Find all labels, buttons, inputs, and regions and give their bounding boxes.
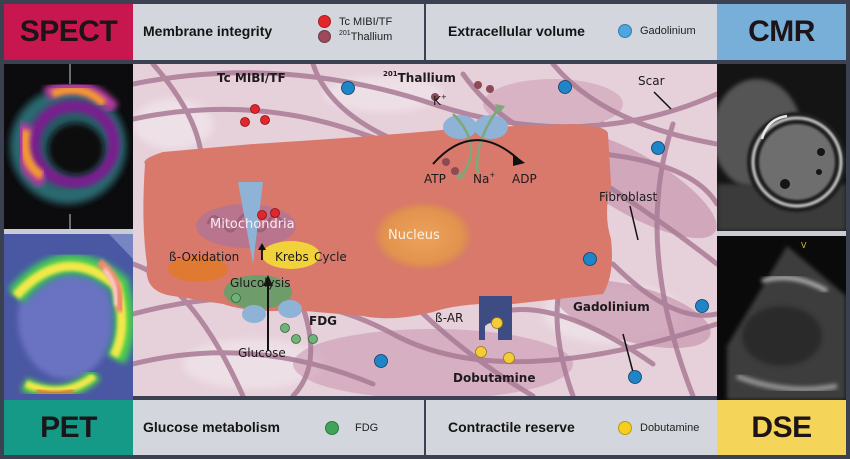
label-cycle: Cycle	[314, 250, 347, 264]
dse-image-graphic: V	[717, 236, 846, 400]
label-glucose: Glucose	[238, 346, 286, 360]
legend-item-thallium: 201Thallium	[318, 30, 392, 43]
dse-image: V	[717, 236, 846, 400]
label-text: Thallium	[397, 71, 456, 85]
legend-item-tc-mibi: Tc MIBI/TF	[318, 15, 392, 28]
legend-label: 201Thallium	[339, 29, 393, 43]
legend-contractile: Dobutamine	[618, 421, 699, 435]
label-mitochondria: Mitochondria	[210, 217, 295, 232]
header-extracellular-volume: Extracellular volume Gadolinium	[426, 4, 717, 60]
bar-title: Glucose metabolism	[143, 419, 280, 435]
legend-label-text: Thallium	[350, 30, 393, 43]
legend-label: Gadolinium	[640, 25, 696, 37]
cmr-image	[717, 64, 846, 231]
label-tc-mibi: Tc MIBI/TF	[217, 71, 286, 85]
legend-item-fdg: FDG	[325, 421, 378, 435]
bar-title: Membrane integrity	[143, 23, 273, 39]
legend-glucose: FDG	[325, 421, 378, 435]
label-glycolysis: Glucolysis	[230, 276, 291, 290]
pet-image-graphic	[4, 234, 133, 400]
panel-divider	[4, 229, 133, 234]
label-adp: ADP	[512, 172, 537, 186]
label-text: K	[433, 94, 441, 108]
legend-extracellular: Gadolinium	[618, 24, 696, 38]
legend-label: Dobutamine	[640, 422, 700, 434]
label-nucleus: Nucleus	[388, 228, 440, 243]
spect-image	[4, 64, 133, 229]
cmr-image-graphic	[717, 64, 846, 231]
bar-title: Extracellular volume	[448, 23, 585, 39]
legend-membrane: Tc MIBI/TF 201Thallium	[318, 15, 392, 43]
legend-label: Tc MIBI/TF	[339, 15, 393, 28]
thallium-dots	[431, 81, 494, 175]
header-glucose-metabolism: Glucose metabolism FDG	[133, 400, 424, 455]
modality-pet: PET	[4, 400, 133, 455]
legend-label: FDG	[355, 422, 379, 434]
gadolinium-dots	[341, 80, 709, 384]
tc-mibi-dot-icon	[318, 15, 331, 28]
panel-divider	[717, 231, 846, 236]
cardiomyocyte-diagram: Tc MIBI/TF 201Thallium K+ ATP Na+ ADP Mi…	[133, 64, 717, 396]
modality-spect: SPECT	[4, 4, 133, 60]
superscript: 201	[339, 29, 351, 37]
dobutamine-dot-icon	[618, 421, 632, 435]
fdg-dot-icon	[325, 421, 339, 435]
label-krebs: Krebs	[275, 250, 309, 264]
label-text: Na	[473, 172, 490, 186]
legend-item-gadolinium: Gadolinium	[618, 24, 696, 38]
label-na-plus: Na+	[473, 171, 496, 186]
label-fibroblast: Fibroblast	[599, 190, 658, 204]
spect-image-graphic	[6, 64, 130, 229]
superscript: +	[489, 171, 496, 179]
bar-title: Contractile reserve	[448, 419, 575, 435]
label-beta-oxidation: ß-Oxidation	[169, 250, 240, 264]
label-thallium: 201Thallium	[383, 70, 456, 85]
header-membrane-integrity: Membrane integrity Tc MIBI/TF 201Thalliu…	[133, 4, 424, 60]
modality-dse: DSE	[717, 400, 846, 455]
modality-cmr: CMR	[717, 4, 846, 60]
svg-text:V: V	[801, 241, 807, 250]
label-scar: Scar	[638, 74, 665, 88]
thallium-dot-icon	[318, 30, 331, 43]
label-gadolinium: Gadolinium	[573, 300, 650, 314]
label-atp: ATP	[424, 172, 446, 186]
superscript: +	[440, 93, 447, 101]
label-fdg: FDG	[309, 314, 338, 328]
cardiomyocyte-cell	[143, 124, 612, 319]
tc-mibi-dots	[240, 104, 280, 220]
legend-item-dobutamine: Dobutamine	[618, 421, 699, 435]
label-dobutamine: Dobutamine	[453, 371, 536, 385]
gadolinium-dot-icon	[618, 24, 632, 38]
label-k-plus: K+	[433, 93, 447, 108]
fdg-dots	[231, 293, 318, 344]
dobutamine-dots	[475, 317, 515, 364]
pet-image	[4, 234, 133, 400]
superscript: 201	[383, 70, 398, 78]
label-beta-ar: ß-AR	[435, 311, 464, 325]
header-contractile-reserve: Contractile reserve Dobutamine	[426, 400, 717, 455]
scene-graphic	[133, 64, 717, 396]
